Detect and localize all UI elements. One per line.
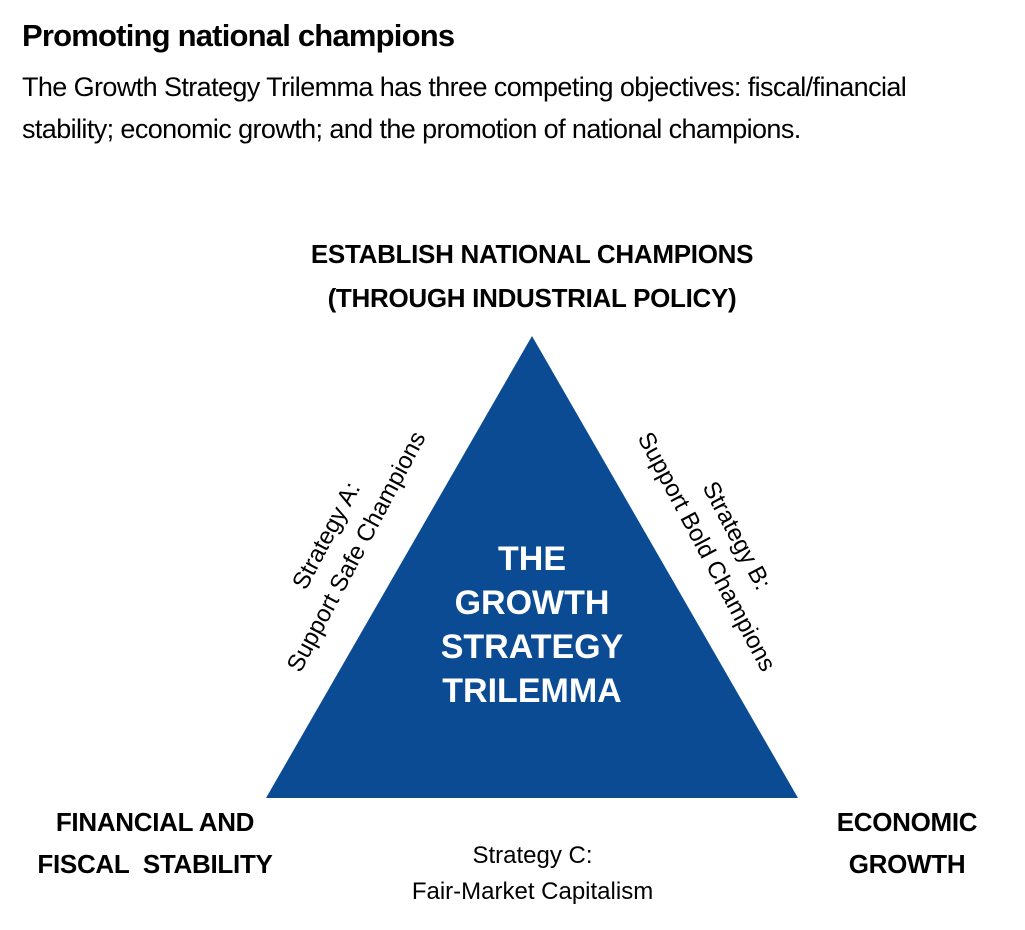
vertex-left-line-1: FINANCIAL AND bbox=[55, 807, 255, 837]
vertex-label-financial-stability: FINANCIAL AND FISCAL STABILITY bbox=[20, 801, 290, 885]
vertex-top-line-1: ESTABLISH NATIONAL CHAMPIONS bbox=[310, 239, 754, 269]
vertex-top-line-2: (THROUGH INDUSTRIAL POLICY) bbox=[327, 283, 737, 313]
vertex-left-line-2: FISCAL STABILITY bbox=[37, 849, 273, 879]
subtitle-line-1: The Growth Strategy Trilemma has three c… bbox=[22, 72, 907, 102]
vertex-right-line-2: GROWTH bbox=[848, 849, 966, 879]
center-line-4: TRILEMMA bbox=[442, 672, 622, 710]
strategy-c-line-1: Strategy C: bbox=[472, 842, 593, 869]
strategy-c-line-2: Fair-Market Capitalism bbox=[411, 878, 654, 905]
center-line-1: THE bbox=[498, 540, 566, 578]
page-title: Promoting national champions bbox=[22, 18, 455, 53]
center-line-3: STRATEGY bbox=[440, 628, 624, 666]
page-subtitle: The Growth Strategy Trilemma has three c… bbox=[22, 66, 1002, 150]
center-line-2: GROWTH bbox=[454, 584, 610, 622]
strategy-c-label: Strategy C: Fair-Market Capitalism bbox=[360, 838, 705, 910]
subtitle-line-2: stability; economic growth; and the prom… bbox=[22, 114, 801, 144]
trilemma-triangle bbox=[266, 336, 798, 798]
vertex-label-national-champions: ESTABLISH NATIONAL CHAMPIONS (THROUGH IN… bbox=[232, 232, 832, 320]
vertex-label-economic-growth: ECONOMIC GROWTH bbox=[802, 801, 1012, 885]
trilemma-center-label: THE GROWTH STRATEGY TRILEMMA bbox=[382, 537, 682, 713]
vertex-right-line-1: ECONOMIC bbox=[836, 807, 978, 837]
